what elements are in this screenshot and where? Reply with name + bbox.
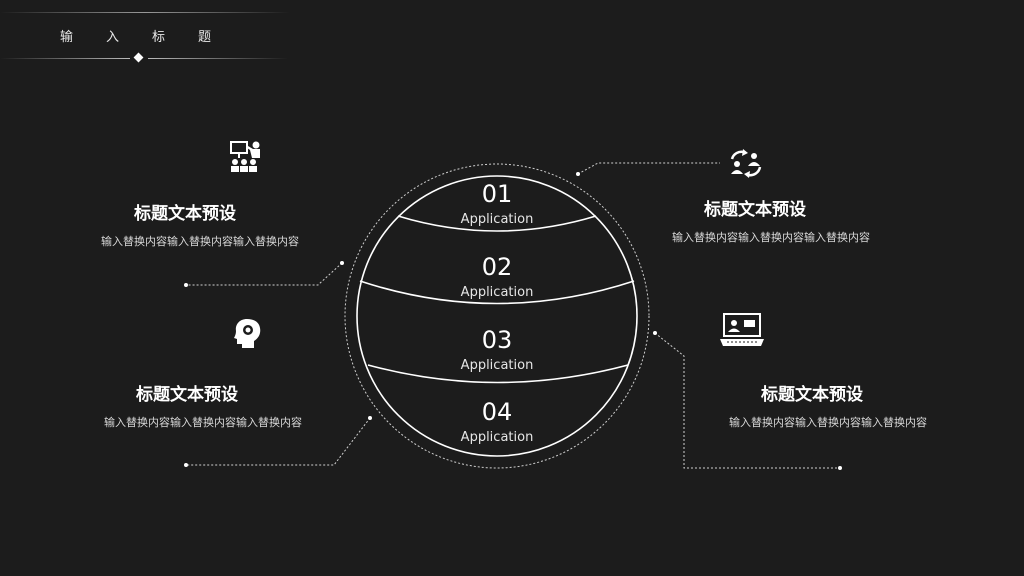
connector-dot — [576, 172, 580, 176]
header-title-char: 入 — [106, 30, 120, 45]
item-title-top-right: 标题文本预设 — [704, 200, 806, 220]
header-title-char: 标 — [152, 30, 166, 45]
outer-dotted-ring — [344, 163, 650, 469]
header-top-line — [0, 12, 290, 13]
sphere-band-2 — [359, 280, 635, 305]
header-title-char: 题 — [198, 30, 212, 45]
header-bottom-line-right — [148, 58, 288, 59]
header-title-char: 输 — [60, 30, 74, 45]
item-title-bottom-left: 标题文本预设 — [136, 385, 238, 405]
connector-top-left — [186, 262, 343, 286]
connector-dot — [184, 463, 188, 467]
item-title-top-left: 标题文本预设 — [134, 204, 236, 224]
segment-number-02: 02 — [481, 253, 513, 281]
connector-dot — [340, 261, 344, 265]
item-desc-top-left: 输入替换内容输入替换内容输入替换内容 — [101, 235, 299, 248]
connector-dot — [653, 331, 657, 335]
header-title: 输入标题 — [60, 26, 244, 45]
head-gear-icon — [234, 319, 261, 348]
item-desc-bottom-right: 输入替换内容输入替换内容输入替换内容 — [729, 416, 927, 429]
segment-number-01: 01 — [481, 180, 513, 208]
connector-dot — [184, 283, 188, 287]
segment-number-04: 04 — [481, 398, 513, 426]
connector-bottom-left — [186, 417, 371, 466]
connector-dot — [838, 466, 842, 470]
segment-label-01: Application — [460, 212, 534, 227]
item-title-bottom-right: 标题文本预设 — [761, 385, 863, 405]
sphere-band-3 — [367, 364, 629, 384]
segment-label-02: Application — [460, 285, 534, 300]
presentation-icon — [230, 141, 260, 172]
segment-number-03: 03 — [481, 326, 513, 354]
connector-dot — [368, 416, 372, 420]
item-desc-top-right: 输入替换内容输入替换内容输入替换内容 — [672, 231, 870, 244]
connector-bottom-right — [654, 332, 840, 469]
laptop-video-call-icon — [720, 313, 764, 346]
sphere-band-1 — [397, 215, 597, 232]
header-bottom-line-left — [0, 58, 130, 59]
segment-label-03: Application — [460, 358, 534, 373]
item-desc-bottom-left: 输入替换内容输入替换内容输入替换内容 — [104, 416, 302, 429]
sphere-outline — [356, 175, 638, 457]
people-exchange-icon — [730, 149, 762, 178]
connector-top-right — [577, 162, 720, 175]
segment-label-04: Application — [460, 430, 534, 445]
